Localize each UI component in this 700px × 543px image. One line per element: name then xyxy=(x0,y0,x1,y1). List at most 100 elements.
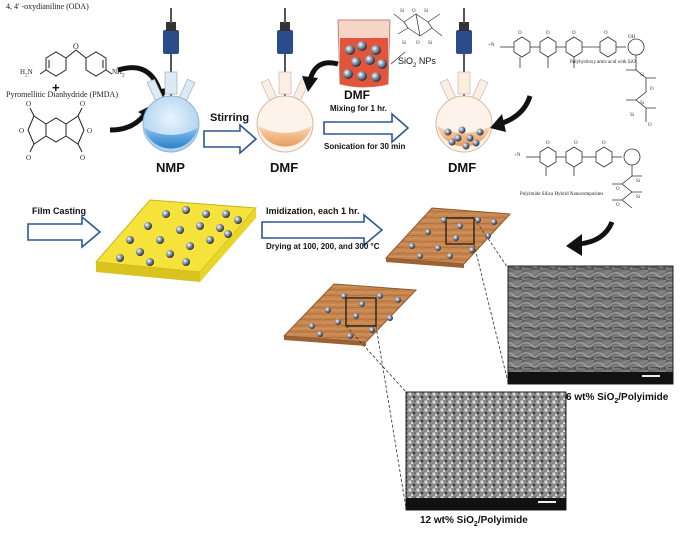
sio2-particle xyxy=(353,313,359,319)
sio2-particle xyxy=(395,297,401,303)
svg-text:Si: Si xyxy=(428,41,433,46)
svg-text:O: O xyxy=(80,154,85,162)
sio2-particle xyxy=(387,315,393,321)
sio2-particle xyxy=(335,319,341,325)
sio2-particle xyxy=(441,217,447,223)
sio2-particle xyxy=(206,236,214,244)
dmf-label-1: DMF xyxy=(270,160,299,175)
svg-text:O: O xyxy=(26,154,31,162)
sio2-particle xyxy=(453,235,459,241)
imidization-arrow-icon xyxy=(261,213,384,247)
svg-text:Si: Si xyxy=(400,9,405,14)
svg-text:O: O xyxy=(412,9,416,14)
sio2-particle xyxy=(182,206,190,214)
cast-film xyxy=(94,199,258,282)
sio2-particle xyxy=(126,236,134,244)
nh2-label: NH2 xyxy=(112,68,125,79)
svg-text:O: O xyxy=(26,100,31,108)
drying-label: Drying at 100, 200, and 300 °C xyxy=(266,242,380,251)
sio2-particle xyxy=(317,331,323,337)
imidization-label: Imidization, each 1 hr. xyxy=(266,206,360,216)
beaker-sio2 xyxy=(337,19,391,88)
stirring-arrow-icon xyxy=(203,123,258,155)
svg-text:O: O xyxy=(572,31,576,36)
svg-text:O: O xyxy=(416,41,420,46)
flask-dmf-2 xyxy=(435,8,493,153)
pi-structure xyxy=(526,146,642,209)
sio2-particle xyxy=(166,250,174,258)
sio2-particle xyxy=(136,248,144,256)
pmda-structure xyxy=(27,107,85,153)
svg-text:O: O xyxy=(546,141,550,146)
svg-text:Si: Si xyxy=(640,101,645,106)
sio2-particle xyxy=(216,224,224,232)
pmda-label: Pyromellitic Dianhydride (PMDA) xyxy=(6,90,118,99)
svg-text:O: O xyxy=(87,127,92,135)
sio2-particle xyxy=(202,210,210,218)
sio2-particle xyxy=(309,323,315,329)
svg-text:O: O xyxy=(80,100,85,108)
sem-12wt-caption: 12 wt% SiO2/Polyimide xyxy=(420,515,528,528)
svg-text:O: O xyxy=(648,123,652,128)
dmf-beaker-label: DMF xyxy=(344,88,370,102)
svg-text:+N: +N xyxy=(488,43,495,48)
sio2-particle xyxy=(347,333,353,339)
sio2-particle xyxy=(369,327,375,333)
sio2-particle xyxy=(457,223,463,229)
film-casting-label: Film Casting xyxy=(32,206,87,216)
flask-dmf-1 xyxy=(256,8,314,153)
h2n-label: H2N xyxy=(20,68,33,79)
svg-text:O: O xyxy=(546,31,550,36)
film-casting-arrow-icon xyxy=(27,215,102,249)
sio2-particle xyxy=(186,242,194,250)
sio2-particle xyxy=(144,222,152,230)
sio2-particle xyxy=(182,258,190,266)
sio2-particle xyxy=(176,226,184,234)
dmf-label-2: DMF xyxy=(448,160,477,175)
svg-text:O: O xyxy=(604,31,608,36)
svg-text:O: O xyxy=(616,187,620,192)
zoom-line xyxy=(375,325,407,509)
sio2-particle xyxy=(485,233,491,239)
zoom-line xyxy=(473,243,509,383)
mixing-arrow-icon xyxy=(323,112,410,144)
curved-arrow-icon xyxy=(302,60,339,92)
zoom-line xyxy=(473,217,509,269)
sio2-particle xyxy=(146,258,154,266)
curved-arrow-icon xyxy=(566,220,615,256)
sio2-particle xyxy=(417,253,423,259)
curved-arrow-icon xyxy=(490,95,533,132)
sio2-particle xyxy=(116,254,124,262)
plus-sign: + xyxy=(52,80,60,95)
oda-label: 4, 4' -oxydianiline (ODA) xyxy=(6,2,89,11)
nmp-label: NMP xyxy=(156,160,185,175)
sio2-nps-label: SiO2 NPs xyxy=(398,56,436,69)
svg-text:O: O xyxy=(19,127,24,135)
svg-text:O: O xyxy=(73,42,79,51)
sio2-particle xyxy=(222,210,230,218)
flask-nmp xyxy=(142,8,200,153)
svg-text:Si: Si xyxy=(636,179,641,184)
svg-text:Si: Si xyxy=(402,41,407,46)
sio2-particle xyxy=(156,236,164,244)
svg-text:+N: +N xyxy=(514,153,521,158)
svg-text:Si: Si xyxy=(630,113,635,118)
svg-text:OH: OH xyxy=(628,35,636,40)
oda-structure xyxy=(39,49,113,77)
sio2-particle xyxy=(359,301,365,307)
svg-text:Si: Si xyxy=(640,73,645,78)
svg-text:O: O xyxy=(650,87,654,92)
svg-text:Si: Si xyxy=(636,195,641,200)
sio2-particle xyxy=(469,247,475,253)
svg-text:O: O xyxy=(602,141,606,146)
svg-text:Si: Si xyxy=(424,9,429,14)
sio2-particle xyxy=(435,245,441,251)
sonication-label: Sonication for 30 min xyxy=(324,142,406,151)
mixing-label: Mixing for 1 hr. xyxy=(330,104,387,113)
sio2-particle xyxy=(425,229,431,235)
sio2-particle xyxy=(325,307,331,313)
film-6wt xyxy=(384,207,512,268)
sio2-particle xyxy=(224,230,232,238)
svg-text:O: O xyxy=(518,31,522,36)
